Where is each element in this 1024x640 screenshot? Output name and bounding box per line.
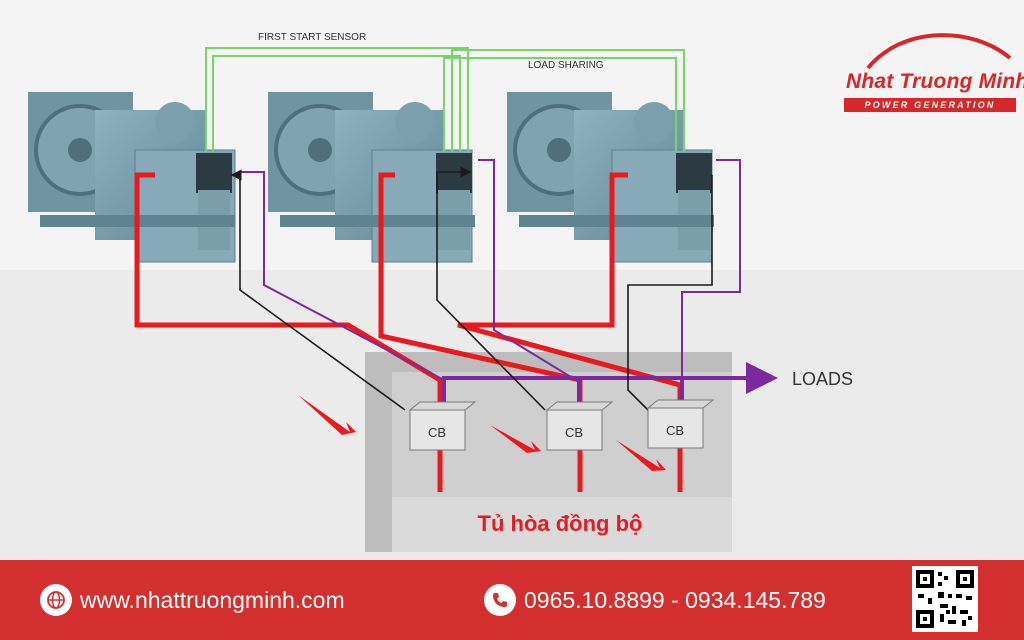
qr-code-icon [912, 566, 978, 632]
generator-2 [268, 92, 475, 263]
load-sharing-label: LOAD SHARING [528, 60, 604, 71]
circuit-breaker-2: CB [545, 401, 614, 451]
website-link[interactable]: www.nhattruongminh.com [40, 584, 345, 616]
brand-name: Nhat Truong Minh [846, 70, 1024, 93]
globe-icon [40, 584, 72, 616]
signal-lines [230, 166, 713, 411]
flow-arrows [298, 395, 666, 471]
cb-3-label: CB [666, 423, 684, 438]
sync-panel [365, 352, 732, 552]
circuit-breaker-3: CB [646, 399, 715, 449]
phone-icon [484, 584, 516, 616]
footer-bar: www.nhattruongminh.com 0965.10.8899 - 09… [0, 560, 1024, 640]
brand-logo: Nhat Truong Minh POWER GENERATION [832, 28, 1024, 118]
first-start-sensor-lines [205, 47, 685, 152]
panel-label: Tủ hòa đồng bộ [478, 511, 643, 536]
paralleling-diagram: CB CB CB FIRST START SENSOR LOAD SHARING… [28, 32, 854, 552]
first-start-sensor-label: FIRST START SENSOR [258, 32, 366, 43]
load-sharing-lines [240, 159, 741, 383]
phone-numbers: 0965.10.8899 - 0934.145.789 [524, 586, 826, 613]
logo-swoosh-icon [866, 33, 1012, 70]
cb-1-label: CB [428, 425, 446, 440]
phone-link[interactable]: 0965.10.8899 - 0934.145.789 [484, 584, 826, 616]
generator-3 [507, 92, 714, 263]
website-text: www.nhattruongminh.com [80, 586, 345, 613]
loads-label: LOADS [792, 369, 853, 389]
brand-tagline: POWER GENERATION [844, 98, 1016, 112]
cb-2-label: CB [565, 425, 583, 440]
circuit-breaker-1: CB [408, 401, 477, 451]
